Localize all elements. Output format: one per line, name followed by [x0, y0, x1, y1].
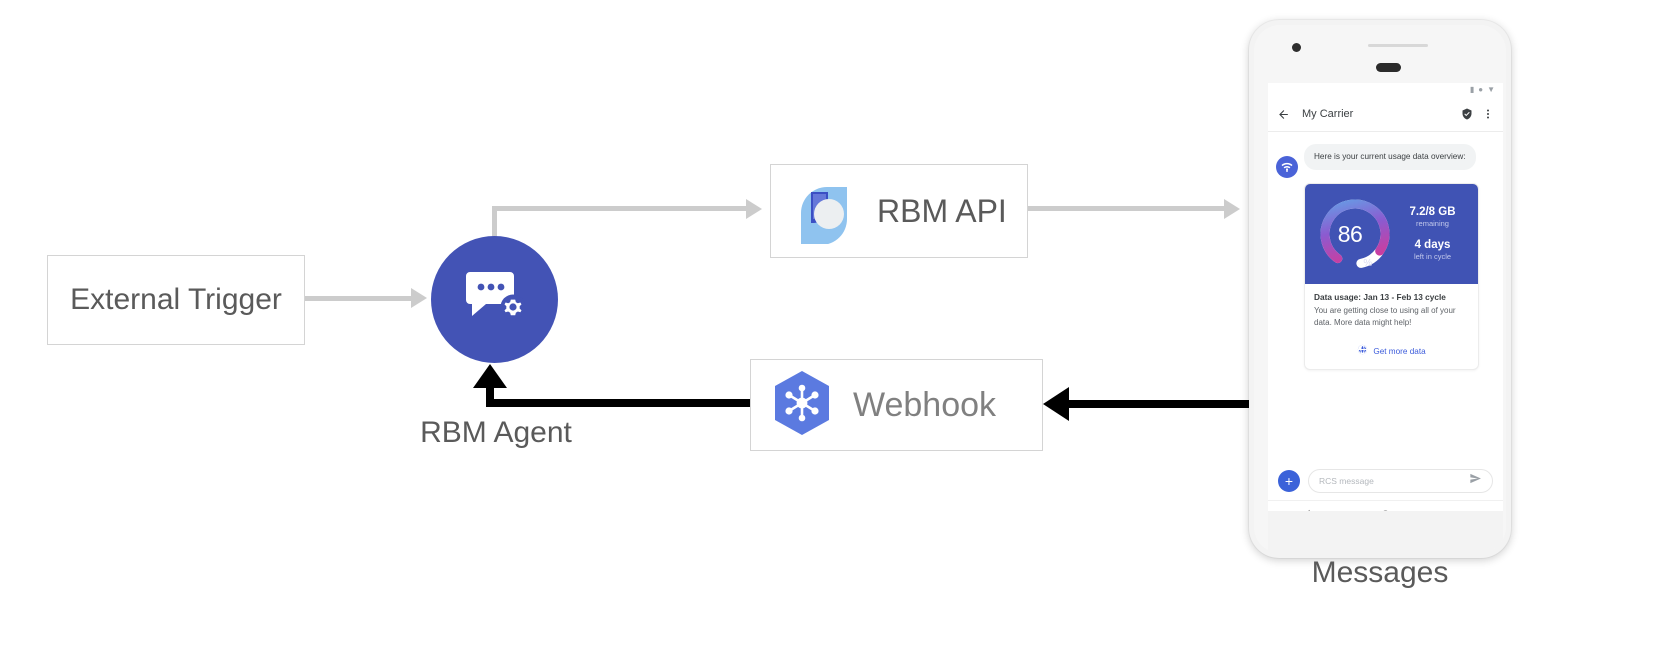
verified-shield-icon[interactable]	[1461, 108, 1473, 120]
rcs-message-placeholder: RCS message	[1319, 476, 1374, 486]
hexagon-nodes-icon	[769, 368, 835, 443]
arrowhead-api-to-phone	[1224, 199, 1240, 219]
data-usage-gauge: 86 %	[1315, 194, 1395, 274]
rbm-api-box[interactable]: RBM API	[770, 164, 1028, 258]
stat-days-left-caption: left in cycle	[1413, 252, 1452, 262]
phone-device: ▮ ● ▼ My Carrier	[1249, 20, 1511, 558]
webhook-label: Webhook	[853, 385, 997, 424]
webhook-box[interactable]: Webhook	[750, 359, 1043, 451]
arrowhead-phone-to-webhook	[1043, 387, 1069, 421]
phone-bezel: ▮ ● ▼ My Carrier	[1254, 25, 1506, 553]
battery-icon: ▼	[1487, 85, 1495, 94]
connector-agent-to-api-horizontal	[492, 206, 746, 211]
connector-api-to-phone	[1028, 206, 1224, 211]
get-more-data-button[interactable]: Get more data	[1305, 334, 1478, 369]
gauge-percent-symbol: %	[1363, 258, 1373, 269]
back-arrow-icon[interactable]	[1277, 108, 1290, 121]
signal-icon: ▮	[1469, 85, 1475, 94]
conversation-area: Here is your current usage data overview…	[1268, 132, 1503, 462]
wifi-dot-icon: ●	[1478, 85, 1484, 94]
phone-screen: ▮ ● ▼ My Carrier	[1268, 83, 1503, 511]
message-composer: + RCS message	[1268, 462, 1503, 500]
carrier-wifi-avatar-icon	[1276, 156, 1298, 178]
nav-back-triangle-icon[interactable]	[1303, 505, 1312, 511]
rbm-api-logo-icon	[791, 174, 861, 249]
connector-webhook-to-agent-horizontal	[486, 399, 750, 407]
arrowhead-trigger-to-agent	[411, 288, 427, 308]
app-bar: My Carrier	[1268, 97, 1503, 132]
stat-days-left-value: 4 days	[1414, 239, 1451, 251]
arrowhead-agent-to-api	[746, 199, 762, 219]
gauge-center-label: 86 %	[1315, 194, 1395, 274]
phone-caption: Messages	[1311, 556, 1449, 589]
phone-chin	[1268, 511, 1503, 553]
card-media: 86 % 7.2/8 GB remaining 4 days left in c…	[1305, 184, 1478, 284]
card-title: Data usage: Jan 13 - Feb 13 cycle	[1314, 292, 1446, 302]
card-description: You are getting close to using all of yo…	[1314, 306, 1456, 327]
connector-agent-to-api-vertical	[492, 206, 497, 242]
connector-webhook-to-agent-vertical	[486, 388, 494, 407]
plus-icon[interactable]: +	[1278, 470, 1300, 492]
rbm-api-label: RBM API	[877, 192, 1007, 229]
get-more-data-label: Get more data	[1373, 346, 1426, 356]
android-nav-bar	[1268, 500, 1503, 511]
connector-trigger-to-agent	[305, 296, 411, 301]
external-trigger-label: External Trigger	[70, 283, 282, 316]
send-icon[interactable]	[1469, 472, 1482, 490]
earpiece-grille	[1368, 44, 1428, 47]
nav-home-circle-icon[interactable]	[1381, 505, 1390, 511]
app-bar-title: My Carrier	[1302, 108, 1354, 120]
external-trigger-box[interactable]: External Trigger	[47, 255, 305, 345]
more-vertical-icon[interactable]	[1482, 108, 1494, 120]
stat-data-remaining-value: 7.2/8 GB	[1409, 206, 1456, 219]
arrowhead-webhook-to-agent	[473, 364, 507, 388]
gauge-percent-value: 86	[1337, 220, 1363, 247]
rcs-message-input[interactable]: RCS message	[1308, 469, 1493, 493]
rbm-agent-circle	[431, 236, 558, 363]
globe-icon	[1357, 342, 1368, 360]
connector-phone-to-webhook	[1069, 400, 1256, 408]
stat-data-remaining-caption: remaining	[1416, 219, 1449, 229]
chat-gear-icon	[464, 268, 526, 331]
front-camera-icon	[1292, 43, 1301, 52]
card-stats: 7.2/8 GB remaining 4 days left in cycle	[1395, 206, 1468, 262]
card-body: Data usage: Jan 13 - Feb 13 cycle You ar…	[1305, 284, 1478, 334]
status-bar: ▮ ● ▼	[1268, 83, 1503, 97]
rbm-agent-label: RBM Agent	[420, 416, 572, 449]
rbm-agent-node[interactable]: RBM Agent	[420, 236, 572, 449]
speaker-slot	[1376, 63, 1401, 72]
rich-card[interactable]: 86 % 7.2/8 GB remaining 4 days left in c…	[1304, 183, 1479, 371]
message-row: Here is your current usage data overview…	[1276, 144, 1495, 178]
agent-message-bubble: Here is your current usage data overview…	[1304, 144, 1476, 170]
